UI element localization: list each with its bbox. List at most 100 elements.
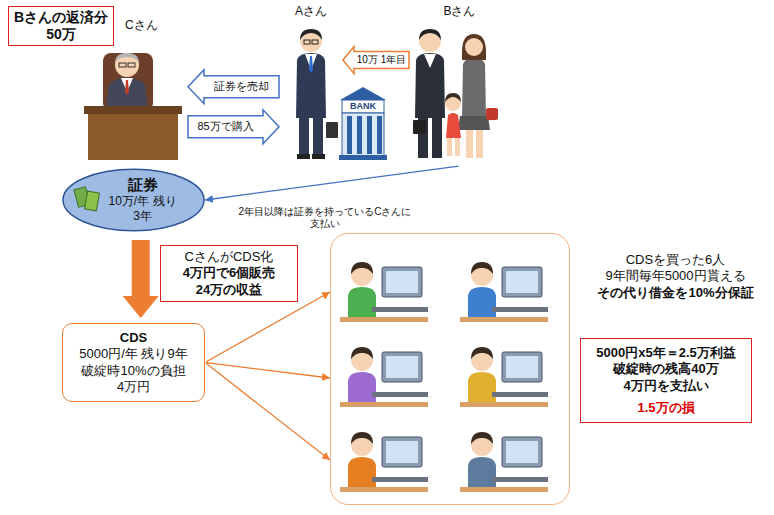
person-a [312,154,325,159]
node-text: 証券 [128,176,158,195]
person-node: Bさん [412,4,507,166]
block-arrow [123,240,159,318]
node-text: Aさん [282,4,340,19]
person-a [313,116,323,156]
edge-label: 10万 1年目 [357,54,406,66]
person-c [115,53,139,63]
computer-user [340,432,428,492]
family-b [446,113,461,138]
computer-user [460,347,548,407]
person-c [106,78,148,108]
node-text: 5000円x5年＝2.5万利益 [589,345,743,361]
bank-building [367,116,372,154]
node-text: 9年間毎年5000円貰える [583,268,768,284]
family-b [424,54,436,68]
person-a [326,122,338,138]
family-b [458,116,490,130]
security-ellipse: 証券10万/年 残り 3年 [62,168,205,232]
node-text: Bさん [412,4,507,19]
ticket-icon [74,187,100,211]
person-a [300,29,322,40]
bank-building [339,155,387,160]
person-a [300,30,322,52]
node-text: 24万の収益 [167,282,291,298]
person-a [309,56,313,73]
node-text: 5000円/年 残り9年 破綻時10%の負担 4万円 [73,346,194,395]
node-text: 4万円で6個販売 [167,265,291,281]
buyer-figures [340,262,548,492]
family-b [419,30,441,52]
connector-line [206,363,330,460]
person-c [84,53,182,160]
family-b [462,34,486,60]
cds-box: CDS5000円/年 残り9年 破綻時10%の負担 4万円 [62,323,205,402]
bank-building [377,116,382,154]
edge-label: 2年目以降は証券を持っているCさんに 支払い [230,206,420,229]
computer-user [340,262,428,322]
family-b [447,136,452,156]
callout-box: CさんがCDS化4万円で6個販売24万の収益 [160,245,298,302]
person-c [128,63,135,67]
note-box: Bさんの返済分50万 [8,6,114,46]
connector-line [206,292,330,362]
group-heading: CDSを買った6人9年間毎年5000円貰えるその代り借金を10%分保証 [583,252,768,301]
block-arrow [188,70,279,104]
connector-line [205,166,459,200]
person-node: Aさん [282,4,340,160]
ellipse-outline [63,169,204,230]
block-arrow [343,47,409,74]
node-text: Bさんの返済分 [14,9,108,26]
person-c [84,106,182,114]
node-text: Cさん [75,18,185,33]
family-b [413,120,426,134]
connector-line [206,363,330,378]
person-a [304,40,310,44]
family-b [432,116,442,158]
family-b [486,108,498,120]
person-a [297,154,310,159]
family-b [445,93,461,102]
result-box: 5000円x5年＝2.5万利益破綻時の残高40万4万円を支払い 1.5万の損 [580,338,752,423]
computer-user [460,432,548,492]
family-b [462,58,486,118]
person-a [312,40,318,44]
edge-label: 85万で購入 [197,120,253,133]
computer-user [340,347,428,407]
node-text: CさんがCDS化 [167,249,291,265]
person-c [125,80,129,95]
node-text: CDSを買った6人 [583,252,768,268]
computer-user [460,262,548,322]
ellipse-text: 証券10万/年 残り 3年 [100,168,185,232]
node-text: 10万/年 残り 3年 [100,194,185,224]
family-b [465,38,483,56]
node-text: 50万 [14,26,108,43]
person-a [296,29,338,159]
family-b [455,136,460,156]
node-text: 破綻時の残高40万 [589,361,743,377]
family-b [413,29,498,158]
bank-building [342,113,384,156]
person-node: Cさん [75,18,185,163]
node-text: その代り借金を10%分保証 [583,285,768,301]
node-text: CDS [73,330,194,346]
family-b [419,29,441,40]
person-c [115,53,139,77]
bank-building [340,87,386,100]
person-c [119,63,126,67]
block-arrow [188,110,279,144]
person-c [103,53,153,111]
bank-building [347,116,352,154]
node-text: 1.5万の損 [589,400,743,416]
bank-building [342,100,384,113]
person-a [296,53,326,118]
node-text: 4万円を支払い [589,378,743,394]
ticket-icon [85,191,100,211]
edge-label: 証券を売却 [214,80,269,93]
bank-building [357,116,362,154]
person-a [299,116,309,156]
person-c [88,114,178,160]
buyer-group: CDSを買った6人9年間毎年5000円貰えるその代り借金を10%分保証 [330,233,570,505]
bank-building [339,87,387,160]
bank-sign: BANK [342,100,384,113]
